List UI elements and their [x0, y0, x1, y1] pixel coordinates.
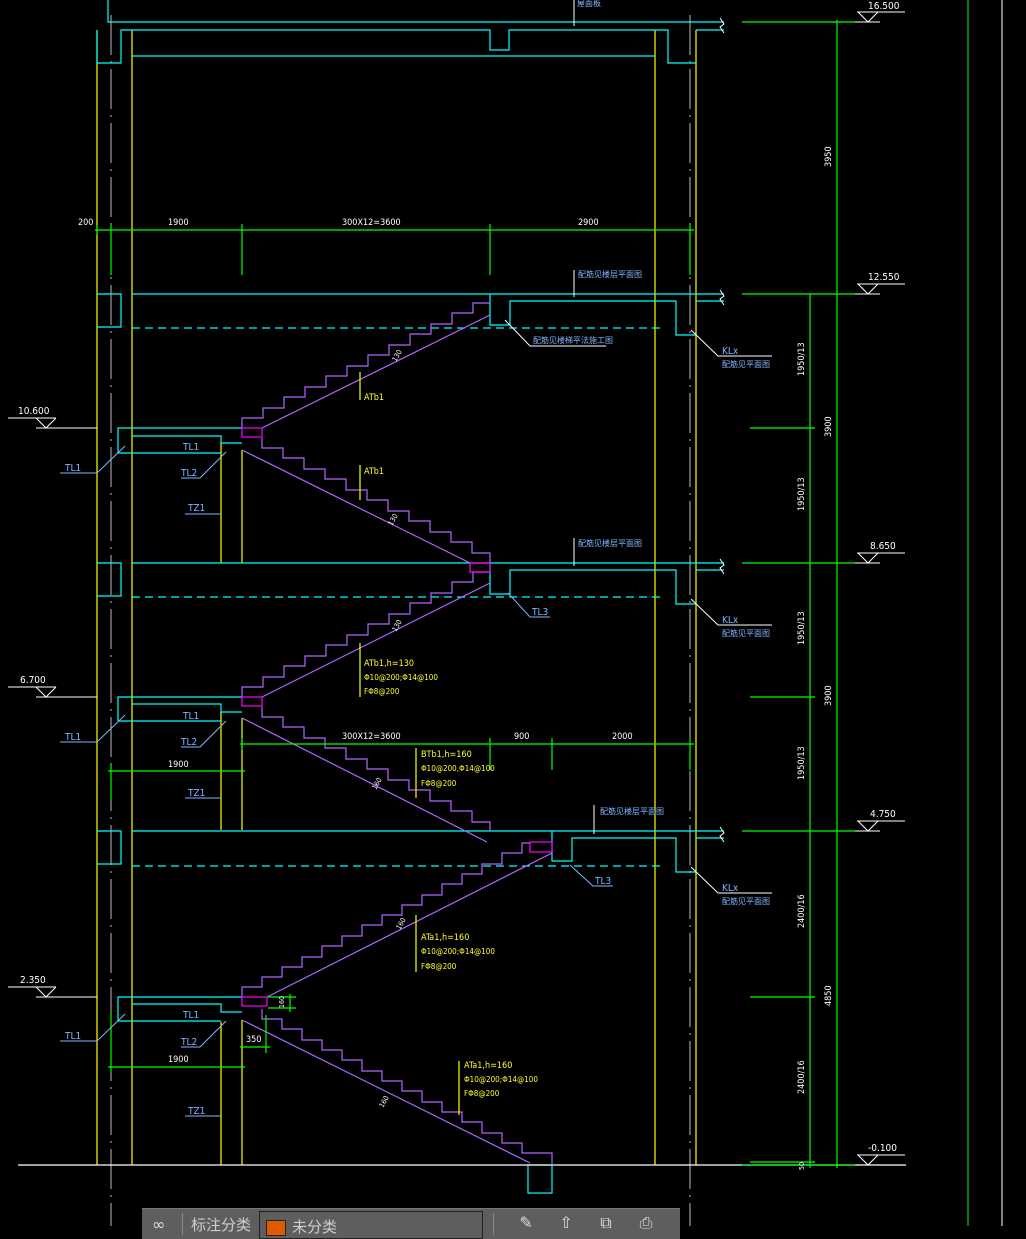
note-roof: 屋面板 [577, 0, 601, 8]
beam-label-klx: KLx [722, 346, 739, 357]
dimension-text: 2900 [578, 218, 599, 228]
stair-label: ATa1,h=160 [421, 933, 469, 943]
dimension-text: 2000 [612, 732, 633, 742]
landing-slabs [241, 427, 553, 1007]
toolbar-tools: ✎ ⇧ ⧉ ⎙ [508, 1209, 668, 1235]
slab-thickness: 160 [278, 996, 286, 1008]
slab-thickness: 130 [387, 513, 400, 527]
beam-label-tl1: TL1 [182, 711, 199, 722]
annotation-toolbar: ∞ 标注分类 未分类 ✎ ⇧ ⧉ ⎙ [142, 1208, 680, 1239]
beam-label-tl1: TL1 [64, 1031, 81, 1042]
category-select-value: 未分类 [292, 1218, 338, 1236]
elevation-label: -0.100 [868, 1143, 897, 1154]
beam-label-klx: KLx [722, 883, 739, 894]
edit-icon[interactable]: ✎ [519, 1213, 533, 1232]
stair-rebar: Φ10@200;Φ14@100 [464, 1075, 538, 1084]
copy-icon[interactable]: ⧉ [600, 1213, 612, 1232]
beam-label-tl2: TL2 [180, 1037, 197, 1048]
stair-dist-rebar: FΦ8@200 [464, 1089, 500, 1098]
dimension-text: 1900 [168, 1055, 189, 1065]
horizontal-dimensions [95, 224, 694, 1072]
stair-label: ATb1 [364, 467, 384, 477]
stair-label: ATb1,h=130 [364, 659, 414, 669]
beam-label-klx: KLx [722, 615, 739, 626]
beam-label-tl3: TL3 [594, 876, 611, 887]
toolbar-divider [182, 1213, 183, 1235]
slab-thickness: 130 [391, 619, 404, 633]
note-pointers [359, 372, 460, 1115]
elevation-label: 2.350 [20, 975, 46, 986]
elevation-label: 16.500 [868, 1, 900, 12]
note-floor-plan: 配筋见楼层平面图 [578, 269, 642, 279]
export-icon[interactable]: ⇧ [559, 1213, 573, 1232]
note-beam-plan: 配筋见平面图 [722, 896, 770, 906]
print-icon[interactable]: ⎙ [639, 1213, 653, 1232]
dimension-text: 3900 [824, 685, 834, 706]
elevation-label: 4.750 [870, 809, 896, 820]
dimension-text: 350 [246, 1035, 261, 1045]
dimension-text: 50 [798, 1162, 806, 1170]
category-color-swatch [266, 1220, 287, 1236]
dimension-text: 1950/13 [797, 611, 807, 645]
dimension-text: 2400/16 [797, 894, 807, 928]
note-floor-plan: 配筋见楼层平面图 [600, 806, 664, 816]
beam-label-tz1: TZ1 [187, 788, 205, 799]
elevation-label: 10.600 [18, 406, 50, 417]
beam-label-tl1: TL1 [64, 463, 81, 474]
stair-label: ATa1,h=160 [464, 1061, 512, 1071]
note-floor-plan-ref: 配筋见楼梯平法施工图 [533, 335, 613, 345]
dimension-text: 1900 [168, 760, 189, 770]
stair-dist-rebar: FΦ8@200 [364, 687, 400, 696]
stair-label: BTb1,h=160 [421, 750, 472, 760]
dimension-text: 3900 [824, 416, 834, 437]
dimension-text: 1950/13 [797, 477, 807, 511]
note-beam-plan: 配筋见平面图 [722, 628, 770, 638]
note-beam-plan: 配筋见平面图 [722, 359, 770, 369]
stair-rebar: Φ10@200,Φ14@100 [421, 764, 495, 773]
dimension-text: 1950/13 [797, 746, 807, 780]
slab-thickness: 160 [395, 917, 408, 931]
beam-label-tl1: TL1 [182, 442, 199, 453]
beam-label-tz1: TZ1 [187, 1106, 205, 1117]
elevation-label: 8.650 [870, 541, 896, 552]
stair-label: ATb1 [364, 393, 384, 403]
beam-label-tz1: TZ1 [187, 503, 205, 514]
dimension-text: 1950/13 [797, 342, 807, 376]
toolbar-divider [493, 1213, 495, 1235]
category-label: 标注分类 [191, 1216, 252, 1234]
elevation-label: 12.550 [868, 272, 900, 283]
leader-lines [60, 445, 613, 1117]
beam-label-tl2: TL2 [180, 468, 197, 479]
beam-label-tl2: TL2 [180, 737, 197, 748]
dimension-text: 2400/16 [797, 1060, 807, 1094]
stair-flights [241, 302, 553, 1165]
vertical-dimensions [742, 20, 855, 1168]
dimension-text: 3950 [824, 146, 834, 167]
slab-thickness: 130 [391, 349, 404, 363]
link-icon[interactable]: ∞ [152, 1215, 166, 1234]
beam-label-tl1: TL1 [64, 732, 81, 743]
beam-label-tl1: TL1 [182, 1010, 199, 1021]
dimension-text: 300X12=3600 [342, 218, 401, 228]
stair-dist-rebar: FΦ8@200 [421, 779, 457, 788]
stair-rebar: Φ10@200;Φ14@100 [421, 947, 495, 956]
stair-rebar: Φ10@200;Φ14@100 [364, 673, 438, 682]
dimension-text: 200 [78, 218, 93, 228]
dimension-text: 4850 [824, 985, 834, 1006]
beam-label-tl3: TL3 [531, 607, 548, 618]
dimension-text: 300X12=3600 [342, 732, 401, 742]
dimension-text: 900 [514, 732, 529, 742]
floor-slabs [96, 0, 724, 1194]
dimension-text: 1900 [168, 218, 189, 228]
elevation-markers [8, 11, 905, 1166]
note-floor-plan: 配筋见楼层平面图 [578, 538, 642, 548]
category-select[interactable]: 未分类 [259, 1211, 484, 1239]
stair-dist-rebar: FΦ8@200 [421, 962, 457, 971]
break-markers [719, 17, 725, 843]
slab-thickness: 160 [378, 1095, 391, 1109]
leader-lines-white [504, 0, 772, 894]
elevation-label: 6.700 [20, 675, 46, 686]
